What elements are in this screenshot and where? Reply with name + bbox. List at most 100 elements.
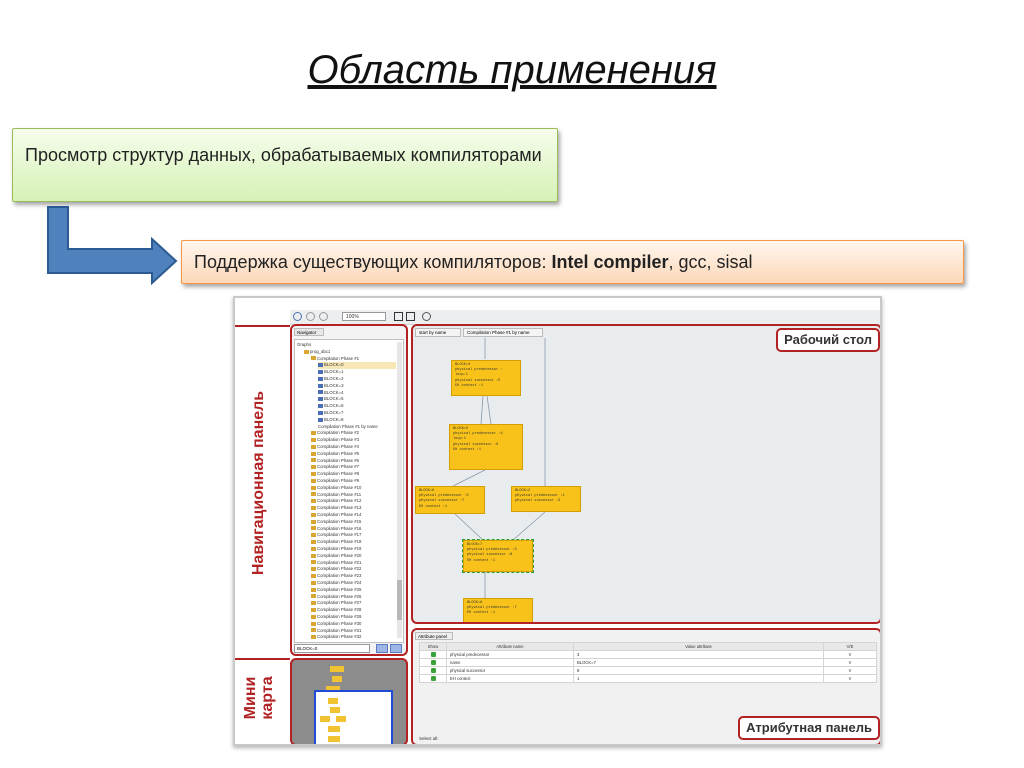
graph-icon: [311, 438, 316, 443]
node-line: physical predecessor :4: [453, 432, 503, 437]
tree-item[interactable]: Compilation Phase #27: [311, 600, 396, 607]
tab-start-by-name[interactable]: start by name: [415, 328, 461, 337]
show-checkbox[interactable]: [419, 674, 447, 683]
col-value-attribute[interactable]: Value attribute: [573, 642, 824, 651]
tree-item-label: BLOCK=2: [324, 376, 344, 381]
tree-item[interactable]: Compilation Phase #4: [311, 444, 396, 451]
reload-graph-icon[interactable]: [422, 312, 431, 321]
tree-item-label: Compilation Phase #24: [317, 580, 362, 585]
navigator-tab[interactable]: Navigator: [294, 328, 324, 336]
tab-phase1-by-name[interactable]: Compilation Phase #1 by name: [463, 328, 543, 337]
tree-item[interactable]: Compilation Phase #8: [311, 471, 396, 478]
tree-item[interactable]: BLOCK=2: [318, 376, 396, 383]
tree-item[interactable]: Compilation Phase #1: [311, 356, 396, 363]
refresh-icon[interactable]: [293, 312, 302, 321]
mini-map-node: [330, 666, 344, 672]
node-line: physical predecessor :: [455, 368, 503, 373]
tree-item[interactable]: Compilation Phase #26: [311, 594, 396, 601]
table-row[interactable]: physical successor 8 V: [419, 666, 877, 675]
next-node-button[interactable]: [390, 644, 402, 653]
tree-item[interactable]: Compilation Phase #24: [311, 580, 396, 587]
table-row[interactable]: physical predecessor 3 V: [419, 650, 877, 659]
tree-item[interactable]: Compilation Phase #23: [311, 573, 396, 580]
col-ve[interactable]: V/E: [823, 642, 877, 651]
graph-node-block2[interactable]: BLOCK=2 physical predecessor :1 physical…: [511, 486, 581, 512]
tree-item[interactable]: Compilation Phase #10: [311, 485, 396, 492]
attribute-name-cell: name: [446, 658, 574, 667]
tree-scrollbar-thumb[interactable]: [397, 580, 402, 620]
tree-item-label: BLOCK=6: [324, 403, 344, 409]
mini-label-line: [235, 658, 290, 660]
tree-item[interactable]: BLOCK=5: [318, 396, 396, 403]
tree-item[interactable]: Compilation Phase #30: [311, 621, 396, 628]
tree-item[interactable]: Compilation Phase #19: [311, 546, 396, 553]
graph-node-block4[interactable]: BLOCK=4 physical predecessor : loop:1 ph…: [451, 360, 521, 396]
tree-item[interactable]: Compilation Phase #7: [311, 464, 396, 471]
tree-item[interactable]: Compilation Phase #18: [311, 539, 396, 546]
tree-item[interactable]: Compilation Phase #20: [311, 553, 396, 560]
tree-item[interactable]: BLOCK=4: [318, 390, 396, 397]
attribute-panel-tab[interactable]: Attribute panel: [415, 632, 453, 640]
select-all-label[interactable]: Select all:: [419, 736, 439, 741]
tree-item[interactable]: BLOCK=6: [318, 403, 396, 410]
tree-item[interactable]: Graphs: [297, 342, 396, 349]
zoom-out-icon[interactable]: [406, 312, 415, 321]
table-row[interactable]: name BLOCK=7 V: [419, 658, 877, 667]
graph-node-block6[interactable]: BLOCK=6 physical predecessor :5 physical…: [415, 486, 485, 514]
tree-item[interactable]: BLOCK=0: [318, 362, 396, 370]
tree-scrollbar[interactable]: [397, 342, 402, 638]
graph-node-block8[interactable]: BLOCK=8 physical predecessor :7 EH conte…: [463, 598, 533, 622]
zoom-in-icon[interactable]: [394, 312, 403, 321]
tree-item[interactable]: Compilation Phase #2: [311, 430, 396, 437]
show-checkbox[interactable]: [419, 666, 447, 675]
graph-icon: [311, 594, 316, 599]
tree-item[interactable]: Compilation Phase #16: [311, 526, 396, 533]
tree-item[interactable]: Compilation Phase #29: [311, 614, 396, 621]
show-checkbox[interactable]: [419, 650, 447, 659]
tree-item[interactable]: Compilation Phase #9: [311, 478, 396, 485]
redo-icon[interactable]: [319, 312, 328, 321]
table-row[interactable]: EH context 1 V: [419, 674, 877, 683]
tree-item-label: prog_abc1: [310, 348, 331, 354]
col-show[interactable]: Show: [419, 642, 447, 651]
zoom-select[interactable]: 100%: [342, 312, 386, 321]
node-select[interactable]: BLOCK=0: [294, 644, 370, 653]
col-attribute-name[interactable]: Attribute name: [446, 642, 574, 651]
tree-item[interactable]: Compilation Phase #14: [311, 512, 396, 519]
graph-node-block5[interactable]: BLOCK=5 physical predecessor :4 loop:1 p…: [449, 424, 523, 470]
attribute-value-cell: 1: [573, 674, 824, 683]
graph-icon: [311, 635, 316, 640]
tree-item[interactable]: BLOCK=1: [318, 369, 396, 376]
tree-item[interactable]: Compilation Phase #11: [311, 492, 396, 499]
node-line: physical predecessor :7: [467, 606, 517, 611]
tree-item[interactable]: Compilation Phase #25: [311, 587, 396, 594]
tree-item[interactable]: Compilation Phase #1 by name: [318, 424, 396, 431]
graph-node-block7-selected[interactable]: BLOCK=7 physical predecessor :3 physical…: [462, 539, 534, 573]
undo-icon[interactable]: [306, 312, 315, 321]
tree-item[interactable]: Compilation Phase #22: [311, 566, 396, 573]
tree-item[interactable]: Compilation Phase #6: [311, 458, 396, 465]
tree-item[interactable]: Compilation Phase #32: [311, 634, 396, 641]
tree-item[interactable]: BLOCK=3: [318, 383, 396, 390]
tree-item[interactable]: Compilation Phase #31: [311, 628, 396, 635]
tree-item-label: Compilation Phase #27: [317, 600, 362, 606]
tree-item[interactable]: Compilation Phase #12: [311, 498, 396, 505]
tree-item[interactable]: Compilation Phase #17: [311, 532, 396, 539]
tree-item[interactable]: Compilation Phase #13: [311, 505, 396, 512]
tree-item[interactable]: BLOCK=7: [318, 410, 396, 417]
tree-item[interactable]: Compilation Phase #3: [311, 437, 396, 444]
prev-node-button[interactable]: [376, 644, 388, 653]
tree-item[interactable]: prog_abc1: [304, 349, 396, 356]
tree-item[interactable]: Compilation Phase #15: [311, 519, 396, 526]
tree-item[interactable]: Compilation Phase #5: [311, 451, 396, 458]
tree-item-label: BLOCK=1: [324, 369, 344, 375]
tree-item[interactable]: BLOCK=8: [318, 417, 396, 424]
node-line: BLOCK=5: [453, 427, 469, 431]
graph-icon: [311, 628, 316, 633]
tree-item[interactable]: Compilation Phase #21: [311, 560, 396, 567]
block-node-icon: [318, 417, 323, 422]
show-checkbox[interactable]: [419, 658, 447, 667]
tree-item[interactable]: Compilation Phase #28: [311, 607, 396, 614]
mini-map-viewport[interactable]: [314, 690, 393, 744]
graph-icon: [311, 621, 316, 626]
